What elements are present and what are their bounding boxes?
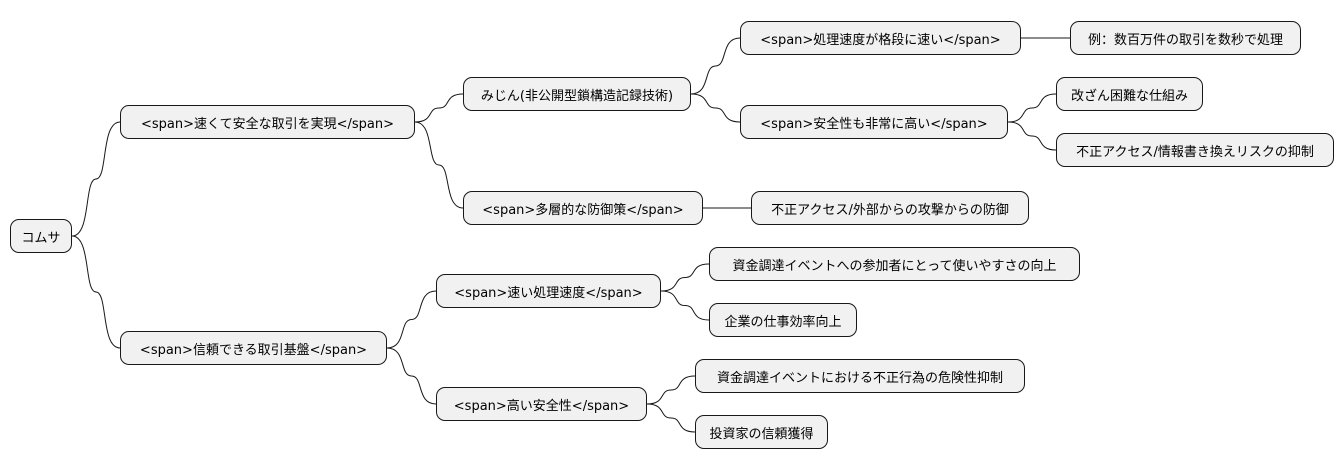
connector-high-security-to-fraud-risk — [646, 375, 696, 405]
root-node: コムサ — [10, 219, 72, 253]
connector-security-to-tamper-proof — [1007, 93, 1057, 123]
security-node: <span>安全性も非常に高い</span> — [740, 105, 1008, 139]
example-node: 例：数百万件の取引を数秒で処理 — [1070, 21, 1301, 55]
connector-mijin-tech-to-security — [690, 93, 741, 123]
connector-fast-processing-to-efficiency — [660, 290, 710, 321]
connector-branch-fast-secure-to-multi-layer-defense — [414, 121, 464, 209]
tamper-proof-node: 改ざん困難な仕組み — [1056, 77, 1203, 111]
connector-branch-trusted-platform-to-high-security — [386, 347, 437, 405]
efficiency-node: 企業の仕事効率向上 — [709, 303, 857, 337]
connector-branch-fast-secure-to-mijin-tech — [414, 93, 464, 123]
connector-security-to-access-risk — [1007, 121, 1057, 151]
connector-root-to-branch-trusted-platform — [71, 235, 121, 349]
connector-mijin-tech-to-speed — [690, 37, 741, 95]
connector-high-security-to-investor-trust — [646, 403, 696, 433]
branch-fast-secure-node: <span>速くて安全な取引を実現</span> — [120, 105, 415, 139]
high-security-node: <span>高い安全性</span> — [436, 387, 647, 421]
connector-fast-processing-to-usability — [660, 263, 710, 292]
attack-defense-node: 不正アクセス/外部からの攻撃からの防御 — [751, 191, 1029, 225]
connector-branch-trusted-platform-to-fast-processing — [386, 290, 437, 349]
multi-layer-defense-node: <span>多層的な防御策</span> — [463, 191, 703, 225]
connector-root-to-branch-fast-secure — [71, 121, 121, 237]
branch-trusted-platform-node: <span>信頼できる取引基盤</span> — [120, 331, 387, 365]
fast-processing-node: <span>速い処理速度</span> — [436, 274, 661, 308]
fraud-risk-node: 資金調達イベントにおける不正行為の危険性抑制 — [695, 359, 1025, 393]
mijin-tech-node: みじん(非公開型鎖構造記録技術) — [463, 77, 691, 111]
investor-trust-node: 投資家の信頼獲得 — [695, 415, 828, 449]
usability-node: 資金調達イベントへの参加者にとって使いやすさの向上 — [709, 247, 1080, 281]
access-risk-node: 不正アクセス/情報書き換えリスクの抑制 — [1056, 133, 1334, 167]
speed-node: <span>処理速度が格段に速い</span> — [740, 21, 1021, 55]
